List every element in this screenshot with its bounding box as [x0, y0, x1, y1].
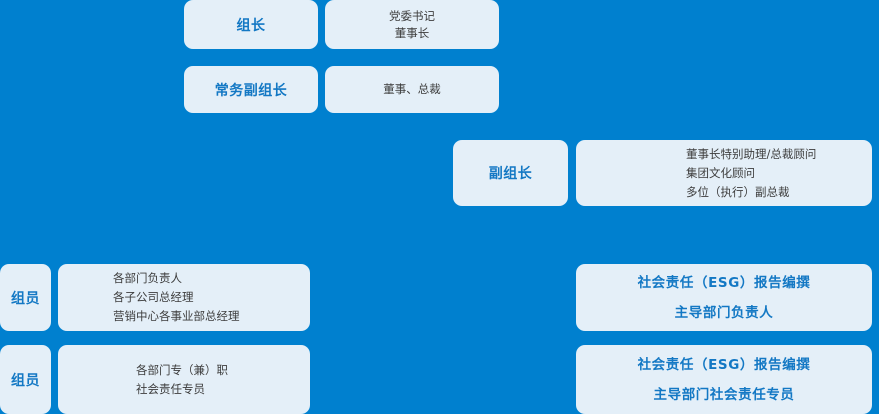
detail-line: 多位（执行）副总裁 — [686, 184, 790, 199]
detail-line: 各部门负责人 — [113, 271, 182, 285]
card-role-group-leader[interactable]: 组长 — [184, 0, 318, 49]
esg-line: 主导部门社会责任专员 — [653, 386, 795, 403]
card-esg-report-lead-department-head[interactable]: 社会责任（ESG）报告编撰 主导部门负责人 — [576, 264, 872, 331]
role-label-deputy-leader: 副组长 — [488, 166, 533, 182]
card-role-executive-deputy-leader[interactable]: 常务副组长 — [184, 66, 318, 113]
role-label-executive-deputy-leader: 常务副组长 — [214, 82, 288, 99]
esg-line: 社会责任（ESG）报告编撰 — [637, 274, 811, 291]
role-label-group-leader: 组长 — [236, 17, 266, 34]
detail-line: 董事、总裁 — [383, 82, 441, 96]
role-label-member-2: 组员 — [11, 372, 40, 389]
esg-line: 主导部门负责人 — [674, 304, 774, 321]
detail-line: 集团文化顾问 — [686, 165, 755, 180]
esg-line: 社会责任（ESG）报告编撰 — [637, 356, 811, 373]
card-role-deputy-leader[interactable]: 副组长 — [453, 140, 568, 206]
card-detail-group-leader[interactable]: 党委书记 董事长 — [325, 0, 499, 49]
role-label-member-1: 组员 — [11, 290, 40, 307]
detail-line: 各部门专（兼）职 — [136, 362, 228, 377]
detail-line: 社会责任专员 — [136, 381, 205, 396]
detail-line: 营销中心各事业部总经理 — [113, 309, 240, 323]
card-role-member-1[interactable]: 组员 — [0, 264, 51, 331]
card-role-member-2[interactable]: 组员 — [0, 345, 51, 414]
card-detail-member-1[interactable]: 各部门负责人 各子公司总经理 营销中心各事业部总经理 — [58, 264, 310, 331]
card-detail-member-2[interactable]: 各部门专（兼）职 社会责任专员 — [58, 345, 310, 414]
detail-line: 党委书记 — [389, 8, 435, 23]
card-esg-report-lead-department-officer[interactable]: 社会责任（ESG）报告编撰 主导部门社会责任专员 — [576, 345, 872, 414]
detail-line: 各子公司总经理 — [113, 290, 194, 304]
detail-line: 董事长 — [394, 25, 430, 40]
card-detail-deputy-leader[interactable]: 董事长特别助理/总裁顾问 集团文化顾问 多位（执行）副总裁 — [576, 140, 872, 206]
card-detail-executive-deputy-leader[interactable]: 董事、总裁 — [325, 66, 499, 113]
detail-line: 董事长特别助理/总裁顾问 — [686, 146, 817, 161]
